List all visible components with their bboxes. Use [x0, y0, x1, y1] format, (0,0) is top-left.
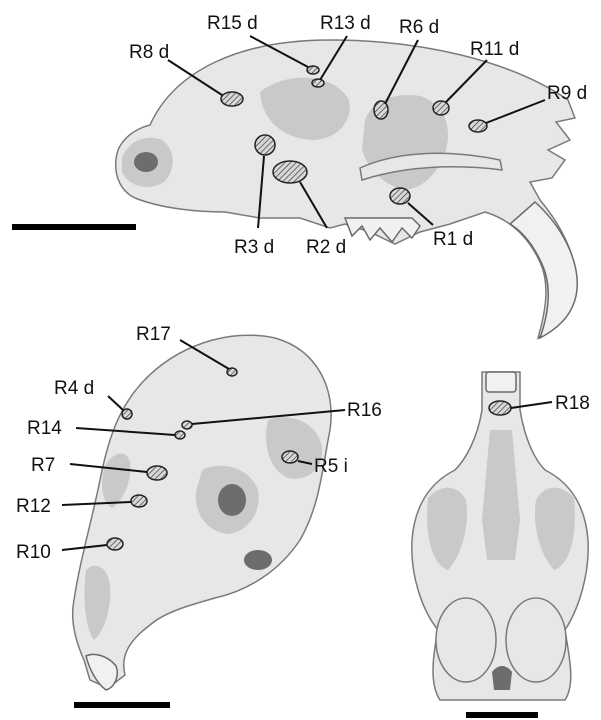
roi-r15-marker	[307, 66, 319, 74]
label-r12: R12	[16, 496, 51, 517]
oblique-skull-view: R17 R4 d R16 R14 R7 R5 i R12 R10	[16, 324, 382, 708]
roi-r13-marker	[312, 79, 324, 87]
label-r8: R8 d	[129, 42, 169, 63]
label-r17: R17	[136, 324, 171, 345]
oblique-scale-bar	[74, 702, 170, 708]
label-r4: R4 d	[54, 378, 94, 399]
ventral-bulla-right	[506, 598, 566, 682]
oblique-foramen	[244, 550, 272, 570]
label-r10: R10	[16, 542, 51, 563]
roi-r3-marker	[255, 135, 275, 155]
roi-r11-marker	[433, 101, 449, 115]
label-r3: R3 d	[234, 237, 274, 258]
lateral-skull-outline	[116, 40, 576, 338]
roi-r5-marker	[282, 451, 298, 463]
roi-r1-marker	[390, 188, 410, 204]
label-r18: R18	[555, 393, 590, 414]
oblique-orbit-right-hole	[218, 484, 246, 516]
label-r2: R2 d	[306, 237, 346, 258]
ventral-scale-bar	[466, 712, 538, 718]
roi-r14-marker	[175, 431, 185, 439]
roi-r18-marker	[489, 401, 511, 415]
lateral-ear-canal	[134, 152, 158, 172]
label-r6: R6 d	[399, 17, 439, 38]
label-r13: R13 d	[320, 13, 371, 34]
ventral-incisors	[486, 372, 516, 392]
label-r9: R9 d	[547, 83, 587, 104]
lateral-skull-view: R15 d R13 d R8 d R6 d R11 d R9 d R3 d R2…	[12, 13, 587, 338]
ventral-bulla-left	[436, 598, 496, 682]
roi-r7-marker	[147, 466, 167, 480]
label-r7: R7	[31, 455, 55, 476]
roi-r8-marker	[221, 92, 243, 106]
ventral-skull-view: R18	[412, 372, 590, 718]
roi-r2-marker	[273, 161, 307, 183]
roi-r16-marker	[182, 421, 192, 429]
label-r5: R5 i	[314, 456, 348, 477]
roi-r12-marker	[131, 495, 147, 507]
roi-r9-marker	[469, 120, 487, 132]
roi-r4-marker	[122, 409, 132, 419]
label-r11: R11 d	[470, 39, 519, 60]
label-r16: R16	[347, 400, 382, 421]
ventral-foramen-magnum	[492, 666, 512, 690]
label-r15: R15 d	[207, 13, 258, 34]
lateral-scale-bar	[12, 224, 136, 230]
roi-r10-marker	[107, 538, 123, 550]
label-r14: R14	[27, 418, 62, 439]
label-r1: R1 d	[433, 229, 473, 250]
